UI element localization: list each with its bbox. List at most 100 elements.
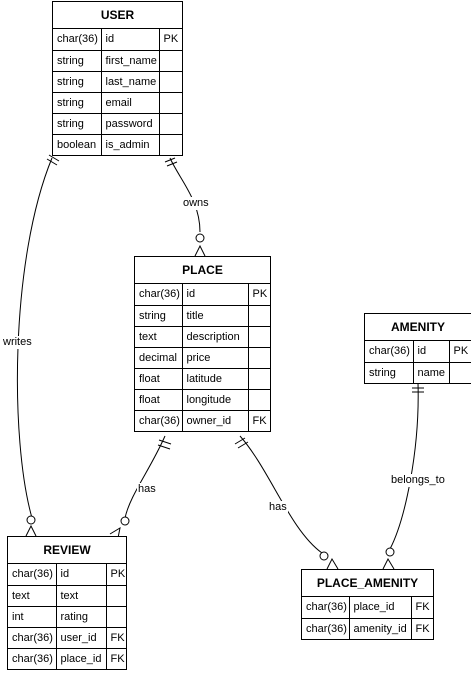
attr-name: first_name <box>100 49 159 71</box>
attr-key <box>247 346 270 368</box>
writes-many-mark <box>25 524 37 537</box>
attr-name: name <box>412 361 449 383</box>
attr-key <box>247 325 270 347</box>
place-review-one-mark <box>157 444 171 450</box>
attr-key: PK <box>158 29 182 50</box>
attr-type: text <box>135 325 182 347</box>
attr-key <box>158 49 182 71</box>
place-amenity-many-mark <box>326 557 339 570</box>
belongs-to-label: belongs_to <box>390 474 446 487</box>
attr-name: amenity_id <box>348 617 411 639</box>
attr-type: int <box>8 605 56 627</box>
attr-type: char(36) <box>306 601 347 614</box>
owns-label: owns <box>182 197 210 210</box>
attr-name: id <box>412 341 449 362</box>
belongs-to-zero-mark <box>385 547 395 557</box>
attr-name: price <box>181 346 248 368</box>
attr-name: id <box>100 29 159 50</box>
attr-name: id <box>55 564 106 585</box>
attr-type: char(36) <box>57 33 98 46</box>
attr-name: id <box>181 284 248 305</box>
attr-type: float <box>135 367 182 389</box>
attr-key <box>247 388 270 410</box>
attr-key <box>247 304 270 326</box>
writes-zero-mark <box>26 515 36 525</box>
attr-key <box>158 133 182 155</box>
attr-type: string <box>135 304 182 326</box>
place-review-many-mark <box>109 526 121 539</box>
attr-type: string <box>53 112 101 134</box>
attr-type: string <box>53 91 101 113</box>
attr-type: text <box>8 584 56 606</box>
attr-type: string <box>53 49 101 71</box>
attr-type: float <box>135 388 182 410</box>
attr-key: PK <box>448 341 471 362</box>
user-entity-title: USER <box>53 2 182 29</box>
attr-type: string <box>365 361 413 383</box>
belongs-to-many-mark <box>382 557 395 570</box>
place-review-connector <box>124 435 166 519</box>
place-amenity-zero-mark <box>319 551 329 561</box>
attr-type: boolean <box>53 133 101 155</box>
owns-zero-mark <box>195 233 205 243</box>
attr-key: PK <box>247 284 270 305</box>
attr-key: FK <box>410 597 433 618</box>
attr-key <box>105 584 126 606</box>
owns-many-mark <box>194 244 206 257</box>
attr-key: FK <box>410 617 433 639</box>
place-review-label: has <box>137 483 157 496</box>
attr-key <box>158 70 182 92</box>
attr-name: owner_id <box>181 409 248 431</box>
attr-name: longitude <box>181 388 248 410</box>
attr-name: description <box>181 325 248 347</box>
attr-name: last_name <box>100 70 159 92</box>
attr-name: password <box>100 112 159 134</box>
attr-type: char(36) <box>302 617 349 639</box>
owns-one-mark <box>164 157 176 163</box>
place-amenity-connector <box>239 435 323 554</box>
attr-type: char(36) <box>369 345 410 358</box>
place-amenity-one-mark <box>234 437 246 445</box>
attr-key <box>158 91 182 113</box>
attr-key: FK <box>105 647 126 669</box>
attr-name: place_id <box>348 597 411 618</box>
attr-name: is_admin <box>100 133 159 155</box>
place-amenity-one-mark <box>237 441 249 449</box>
attr-key <box>247 367 270 389</box>
writes-one-mark <box>48 154 60 162</box>
attr-type: char(36) <box>139 288 180 301</box>
writes-one-mark <box>46 158 58 166</box>
place-review-one-mark <box>158 439 172 445</box>
attr-name: title <box>181 304 248 326</box>
attr-key <box>448 361 471 383</box>
attr-name: text <box>55 584 106 606</box>
writes-label: writes <box>2 336 33 349</box>
attr-type: char(36) <box>8 647 56 669</box>
attr-key: FK <box>247 409 270 431</box>
